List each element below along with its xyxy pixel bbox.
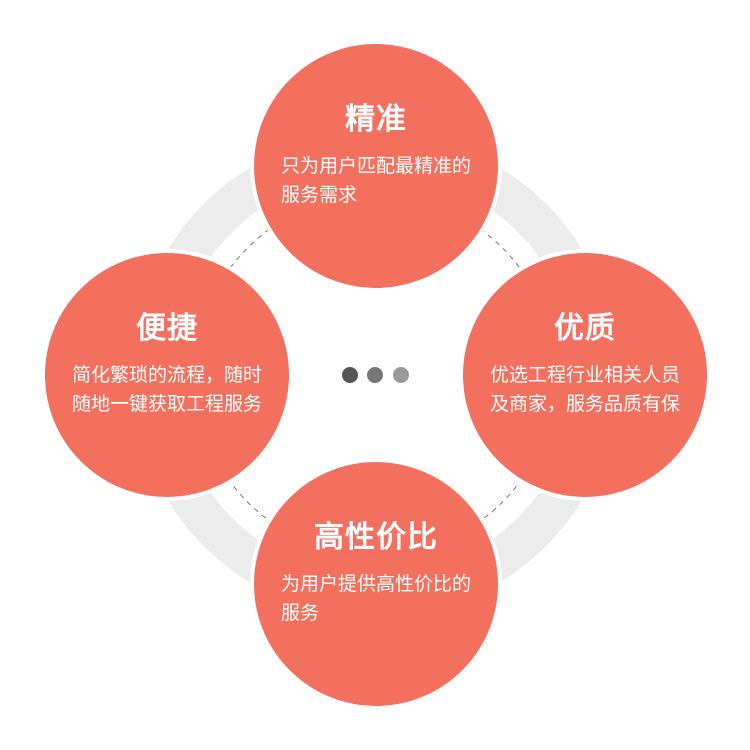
card-title: 优质 <box>554 311 616 346</box>
card-precise: 精准 只为用户匹配最精准的服务需求 <box>250 40 502 292</box>
card-desc: 优选工程行业相关人员及商家，服务品质有保 <box>490 364 681 415</box>
card-desc: 为用户提供高性价比的服务 <box>281 573 472 624</box>
card-value: 高性价比 为用户提供高性价比的服务 <box>250 458 502 710</box>
center-dot-1 <box>342 367 358 383</box>
card-desc: 只为用户匹配最精准的服务需求 <box>281 155 472 206</box>
card-title: 便捷 <box>136 311 198 346</box>
card-title: 高性价比 <box>314 520 438 555</box>
center-dot-3 <box>393 367 409 383</box>
card-quality: 优质 优选工程行业相关人员及商家，服务品质有保 <box>459 249 711 501</box>
card-convenient: 便捷 简化繁琐的流程，随时随地一键获取工程服务 <box>41 249 293 501</box>
center-dot-2 <box>367 367 383 383</box>
card-title: 精准 <box>345 102 407 137</box>
card-desc: 简化繁琐的流程，随时随地一键获取工程服务 <box>72 364 263 415</box>
